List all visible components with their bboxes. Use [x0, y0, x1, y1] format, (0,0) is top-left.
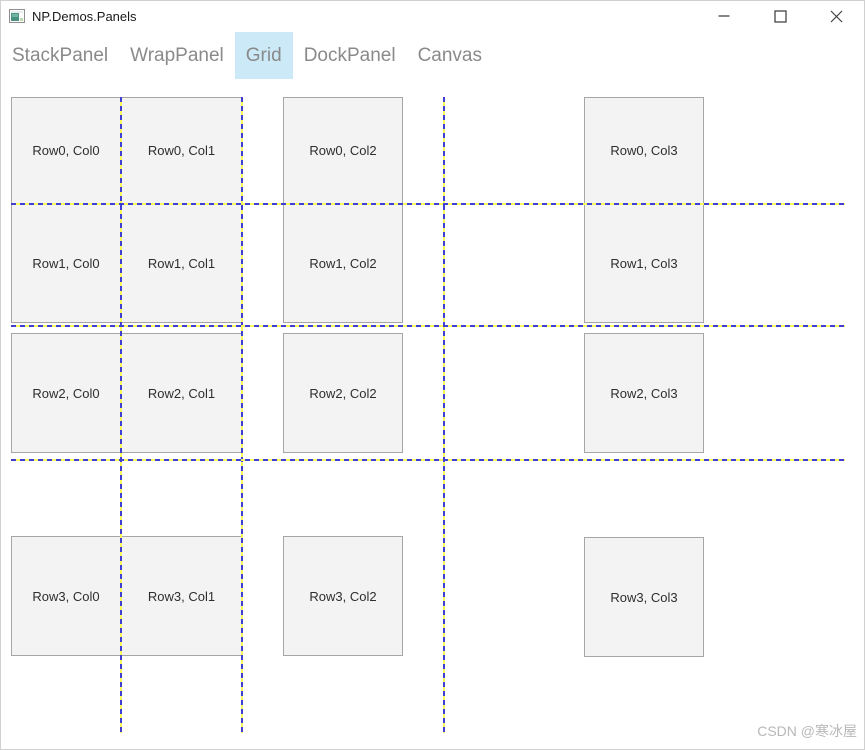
- minimize-icon: [718, 15, 730, 17]
- minimize-button[interactable]: [696, 1, 752, 31]
- grid-cell-row2-col1: Row2, Col1: [121, 333, 242, 453]
- grid-cell-label: Row0, Col1: [147, 143, 216, 158]
- watermark: CSDN @寒冰屋: [757, 723, 857, 739]
- tab-stackpanel[interactable]: StackPanel: [12, 44, 109, 66]
- grid-cell-row2-col0: Row2, Col0: [11, 333, 121, 453]
- grid-line-vertical-2: [241, 97, 243, 733]
- grid-line-horizontal-3: [11, 459, 845, 461]
- grid-cell-label: Row2, Col1: [147, 385, 216, 401]
- title-bar: NP.Demos.Panels: [1, 1, 864, 31]
- tab-grid[interactable]: Grid: [234, 32, 293, 79]
- tab-strip: StackPanel WrapPanel Grid DockPanel Canv…: [1, 32, 493, 79]
- grid-cell-row0-col3: Row0, Col3: [584, 97, 704, 204]
- grid-cell-row3-col3: Row3, Col3: [584, 537, 704, 657]
- tab-dockpanel[interactable]: DockPanel: [303, 44, 396, 66]
- grid-cell-label: Row3, Col0: [32, 588, 100, 604]
- grid-cell-row2-col2: Row2, Col2: [283, 333, 403, 453]
- grid-cell-label: Row0, Col3: [610, 143, 678, 158]
- grid-cell-row0-col2: Row0, Col2: [283, 97, 403, 204]
- maximize-icon: [773, 9, 787, 23]
- grid-line-vertical-1: [120, 97, 122, 733]
- grid-cell-label: Row2, Col0: [32, 385, 100, 401]
- window-controls: [696, 1, 864, 31]
- grid-cell-label: Row2, Col2: [309, 385, 377, 401]
- grid-cell-row2-col3: Row2, Col3: [584, 333, 704, 453]
- tab-wrappanel[interactable]: WrapPanel: [130, 44, 224, 66]
- grid-cell-label: Row3, Col1: [147, 588, 216, 604]
- grid-cell-row1-col0: Row1, Col0: [11, 204, 121, 323]
- grid-line-vertical-3: [443, 97, 445, 733]
- grid-cell-label: Row1, Col0: [32, 256, 100, 271]
- grid-cell-label: Row1, Col2: [309, 256, 377, 271]
- grid-cell-label: Row1, Col3: [610, 256, 678, 271]
- grid-cell-row0-col1: Row0, Col1: [121, 97, 242, 204]
- window-title: NP.Demos.Panels: [32, 8, 137, 24]
- grid-line-horizontal-2: [11, 325, 845, 327]
- grid-cell-row1-col3: Row1, Col3: [584, 204, 704, 323]
- close-button[interactable]: [808, 1, 864, 31]
- grid-cell-label: Row3, Col2: [309, 588, 377, 604]
- grid-cell-row1-col1: Row1, Col1: [121, 204, 242, 323]
- tab-canvas[interactable]: Canvas: [417, 44, 482, 66]
- grid-cell-row0-col0: Row0, Col0: [11, 97, 121, 204]
- grid-cell-row3-col1: Row3, Col1: [121, 536, 242, 656]
- grid-cell-label: Row0, Col0: [32, 143, 100, 158]
- grid-cell-row3-col0: Row3, Col0: [11, 536, 121, 656]
- grid-line-horizontal-1: [11, 203, 845, 205]
- grid-cell-label: Row1, Col1: [147, 256, 216, 271]
- app-icon: [9, 9, 25, 23]
- grid-cell-label: Row3, Col3: [610, 589, 678, 605]
- grid-cell-label: Row2, Col3: [610, 385, 678, 401]
- grid-cell-row1-col2: Row1, Col2: [283, 204, 403, 323]
- grid-cell-row3-col2: Row3, Col2: [283, 536, 403, 656]
- maximize-button[interactable]: [752, 1, 808, 31]
- close-icon: [830, 10, 842, 22]
- grid-cell-label: Row0, Col2: [309, 143, 377, 158]
